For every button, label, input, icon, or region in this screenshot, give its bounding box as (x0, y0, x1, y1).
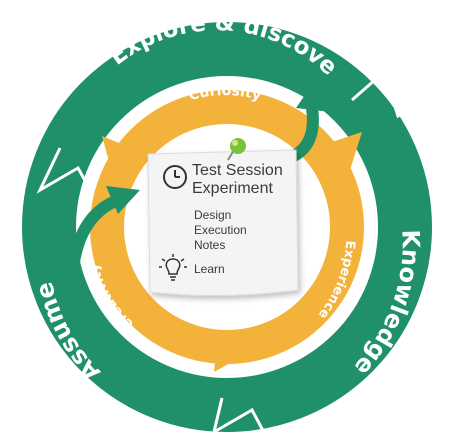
note-title-line2: Experiment (192, 180, 273, 197)
note-item-execution: Execution (194, 223, 247, 237)
sticky-note-paper (147, 149, 299, 297)
left-green-arrow (68, 186, 140, 268)
inner-ring-arrowheads (102, 132, 362, 372)
note-item-design: Design (194, 208, 232, 222)
sticky-note: Test Session Experiment Design Execution… (146, 150, 298, 290)
note-item-notes: Notes (194, 238, 226, 252)
note-title-line1: Test Session (192, 162, 283, 179)
outer-ring (22, 22, 432, 432)
label-curiosity: Curiosity (187, 83, 263, 104)
lightbulb-icon (159, 254, 187, 281)
clock-icon (163, 165, 187, 189)
note-learn: Learn (194, 262, 225, 276)
pushpin-icon (227, 138, 246, 161)
outer-ring-segment-lines (36, 69, 421, 441)
